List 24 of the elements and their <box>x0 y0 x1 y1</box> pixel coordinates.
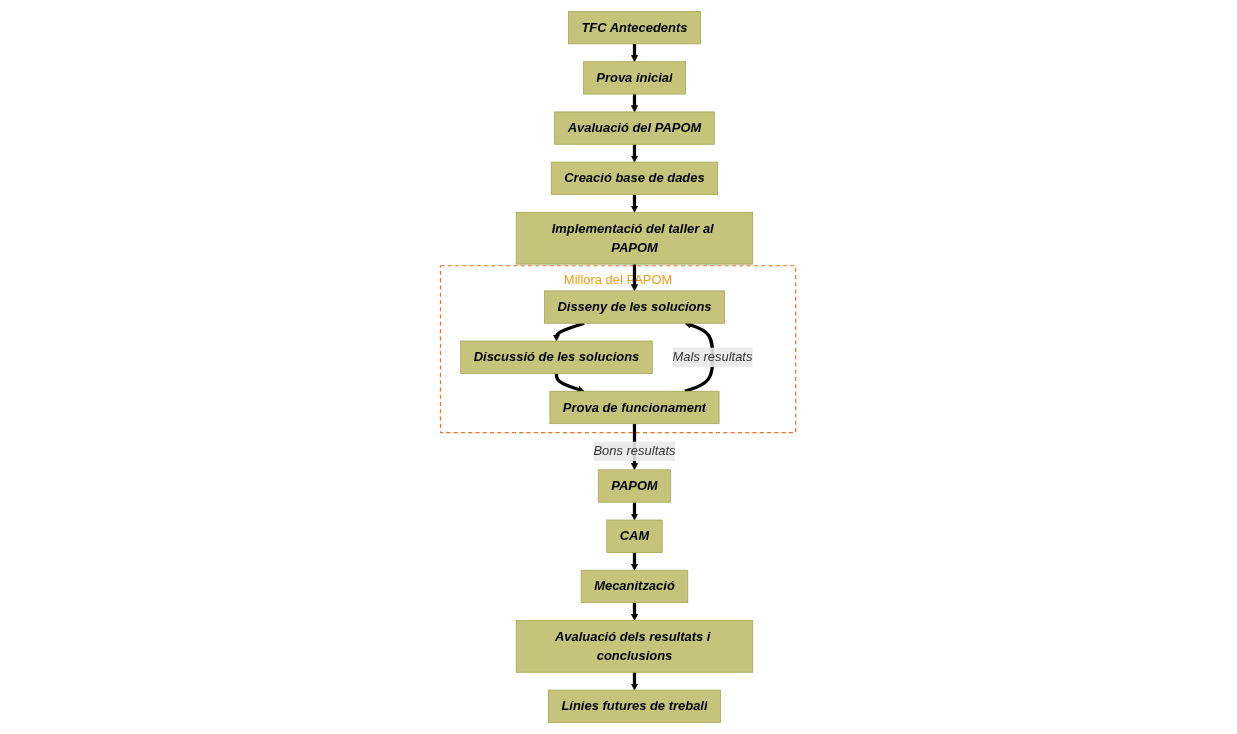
node-box: CAM <box>606 519 663 553</box>
node-box: Mecanització <box>581 569 689 604</box>
node-box: Disseny de les solucions <box>544 290 726 324</box>
node-box: Línies futures de treball <box>548 689 722 723</box>
arrow <box>631 502 639 521</box>
node-box: Avaluació del PAPOM <box>554 111 716 145</box>
node-box: Discussió de les solucions <box>460 340 654 374</box>
node-box: Avaluació dels resultats i conclusions <box>516 620 754 673</box>
arrow <box>631 552 639 571</box>
arrow <box>631 672 639 691</box>
edge-label: Mals resultats <box>672 349 753 364</box>
node-box: Implementació del taller al PAPOM <box>516 211 754 265</box>
node-box: Prova inicial <box>583 61 687 95</box>
node-box: TFC Antecedents <box>568 11 702 45</box>
arrow <box>631 602 639 621</box>
node-box: Creació base de dades <box>551 161 719 195</box>
arrow <box>631 93 639 113</box>
arrow <box>631 144 639 163</box>
node-box: PAPOM <box>598 469 672 503</box>
node-box: Prova de funcionament <box>549 390 720 425</box>
arrow <box>555 373 585 393</box>
arrow <box>631 194 639 213</box>
arrow <box>631 43 639 63</box>
edge-label: Bons resultats <box>593 443 676 458</box>
